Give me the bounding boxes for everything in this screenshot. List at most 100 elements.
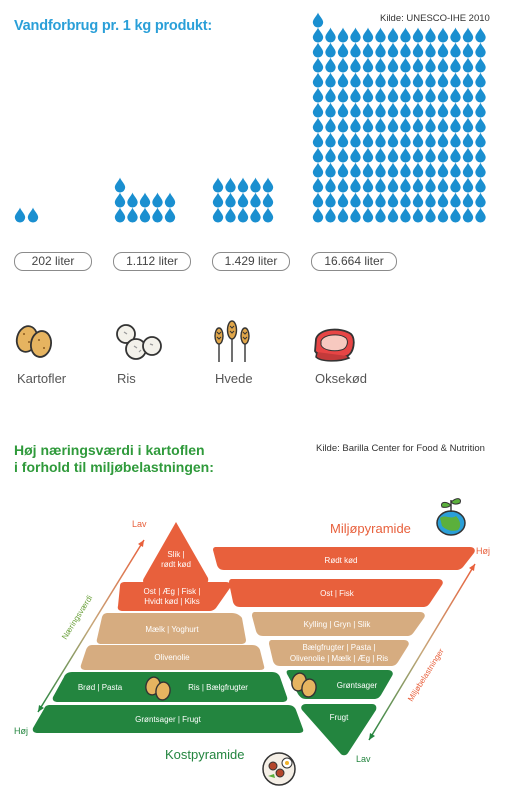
left-axis-line — [37, 539, 145, 713]
water-drop-icon — [425, 42, 436, 58]
water-drop-icon — [400, 132, 411, 148]
water-drop-icon — [412, 147, 424, 163]
water-drop-icon — [400, 27, 411, 43]
rice-icon — [116, 324, 162, 360]
water-drop-icon — [462, 132, 474, 148]
water-drop-icon — [350, 102, 361, 118]
env-level-2 — [229, 579, 443, 607]
water-drop-icon — [325, 42, 336, 58]
water-drop-icon — [312, 27, 324, 43]
env-l1: Rødt kød — [325, 556, 358, 565]
water-drop-icon — [337, 117, 349, 133]
water-drop-icon — [350, 87, 361, 103]
water-drop-icon — [375, 102, 386, 118]
cost-l2a: Ost | Æg | Fisk | — [144, 587, 201, 596]
water-drop-icon — [362, 192, 374, 208]
cost-level-6 — [32, 705, 304, 733]
water-drop-icon — [325, 57, 336, 73]
water-drop-icon — [450, 27, 461, 43]
cost-l2b: Hvidt kød | Kiks — [144, 597, 199, 606]
water-drop-icon — [412, 207, 424, 223]
water-drop-icon — [362, 27, 374, 43]
water-drop-icon — [462, 147, 474, 163]
water-drop-icon — [337, 207, 349, 223]
water-drop-icon — [337, 162, 349, 178]
water-drop-icon — [375, 207, 386, 223]
water-drop-icon — [450, 72, 461, 88]
water-drop-icon — [437, 72, 449, 88]
pyramid-source: Kilde: Barilla Center for Food & Nutriti… — [316, 443, 485, 454]
water-drop-icon — [425, 207, 436, 223]
beef-drops — [312, 12, 486, 223]
water-drop-icon — [400, 72, 411, 88]
water-drop-icon — [387, 207, 399, 223]
water-drop-icon — [450, 207, 461, 223]
wheat-drops — [212, 177, 274, 223]
water-drop-icon — [475, 147, 486, 163]
water-drop-icon — [337, 87, 349, 103]
water-drop-icon — [475, 132, 486, 148]
water-drop-icon — [362, 42, 374, 58]
water-drop-icon — [475, 42, 486, 58]
water-drop-icon — [225, 177, 236, 193]
water-drop-icon — [462, 162, 474, 178]
water-drop-icon — [462, 57, 474, 73]
water-drop-icon — [412, 132, 424, 148]
water-drop-icon — [375, 132, 386, 148]
water-drop-icon — [412, 57, 424, 73]
water-drop-icon — [237, 207, 249, 223]
water-drop-icon — [27, 207, 39, 223]
cost-l5a: Brød | Pasta — [78, 683, 123, 692]
water-drop-icon — [450, 42, 461, 58]
water-drop-icon — [212, 177, 224, 193]
water-drop-icon — [375, 27, 386, 43]
water-drop-icon — [362, 102, 374, 118]
water-drop-icon — [250, 207, 261, 223]
water-drop-icon — [312, 147, 324, 163]
water-drop-icon — [400, 147, 411, 163]
water-drop-icon — [412, 117, 424, 133]
water-drop-icon — [400, 57, 411, 73]
water-drop-icon — [462, 72, 474, 88]
water-drop-icon — [350, 207, 361, 223]
water-drop-icon — [262, 207, 274, 223]
water-drop-icon — [475, 102, 486, 118]
water-drop-icon — [262, 192, 274, 208]
water-drop-icon — [375, 87, 386, 103]
water-drop-icon — [437, 42, 449, 58]
water-drop-icon — [425, 162, 436, 178]
water-drop-icon — [462, 192, 474, 208]
water-drop-icon — [164, 207, 176, 223]
wheat-liters: 1.429 liter — [212, 252, 290, 271]
water-drop-icon — [450, 147, 461, 163]
water-drop-icon — [362, 147, 374, 163]
water-drop-icon — [337, 192, 349, 208]
water-drop-icon — [237, 192, 249, 208]
water-drop-icon — [212, 192, 224, 208]
water-drop-icon — [337, 132, 349, 148]
water-drop-icon — [437, 57, 449, 73]
env-l6: Frugt — [330, 713, 349, 722]
water-drop-icon — [362, 117, 374, 133]
water-drop-icon — [412, 27, 424, 43]
water-drop-icon — [312, 102, 324, 118]
water-drop-icon — [225, 207, 236, 223]
water-drop-icon — [375, 192, 386, 208]
water-drop-icon — [437, 192, 449, 208]
water-drop-icon — [437, 117, 449, 133]
cost-l5b: Ris | Bælgfrugter — [188, 683, 248, 692]
water-drop-icon — [362, 57, 374, 73]
water-drop-icon — [325, 72, 336, 88]
water-drop-icon — [114, 177, 126, 193]
water-drop-icon — [425, 72, 436, 88]
water-drop-icon — [387, 72, 399, 88]
cost-l6: Grøntsager | Frugt — [135, 715, 201, 724]
water-drop-icon — [114, 192, 126, 208]
water-drop-icon — [475, 117, 486, 133]
rice-label: Ris — [117, 371, 136, 386]
water-drop-icon — [325, 102, 336, 118]
water-drop-icon — [437, 147, 449, 163]
cost-l1b: rødt kød — [161, 560, 191, 569]
water-drop-icon — [139, 192, 151, 208]
water-drop-icon — [350, 177, 361, 193]
